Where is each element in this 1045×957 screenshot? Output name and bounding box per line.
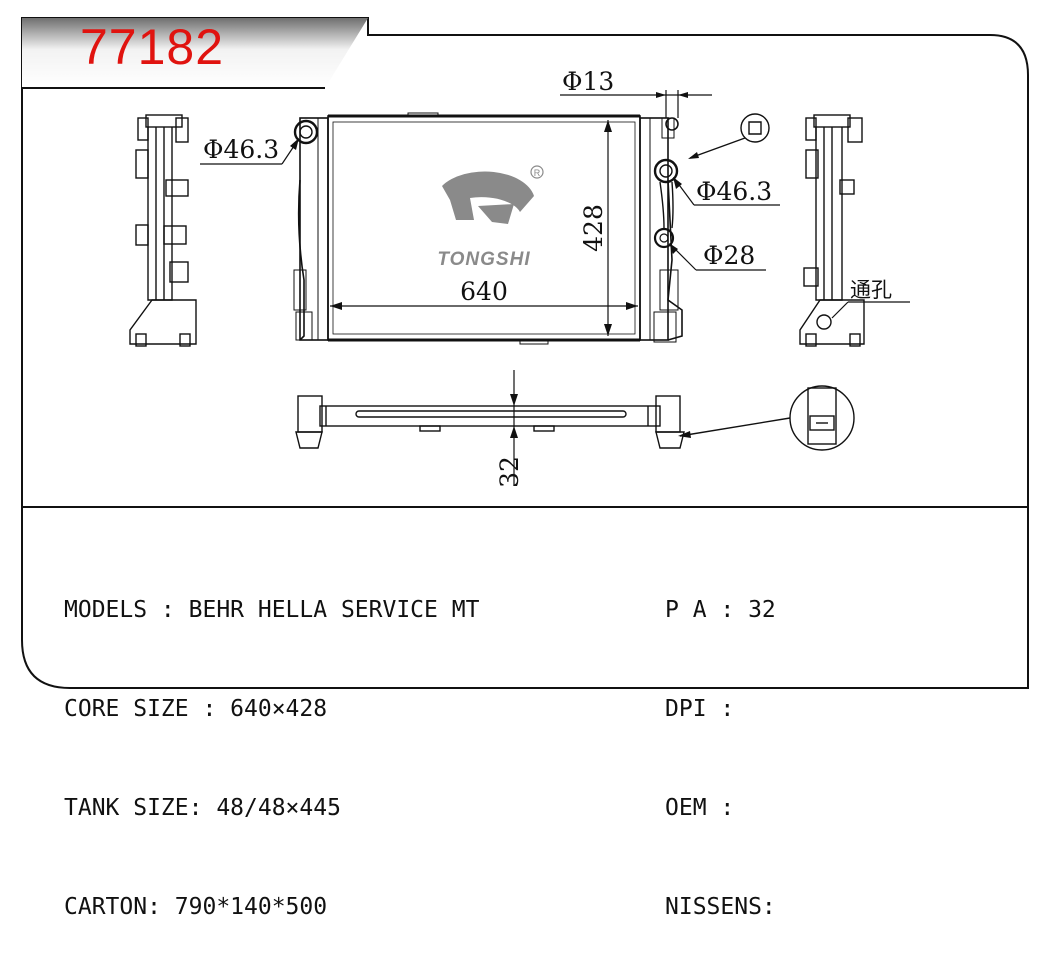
vent-nipple	[665, 117, 679, 131]
height-dimension	[604, 120, 612, 336]
core-width-label: 640	[460, 277, 508, 306]
right-side-view	[799, 114, 865, 347]
spec-tank-size: TANK SIZE: 48/48×445	[64, 795, 341, 821]
front-view	[293, 112, 683, 345]
spec-models: MODELS : BEHR HELLA SERVICE MT	[64, 597, 480, 623]
spec-oem: OEM :	[665, 795, 735, 821]
left-tank	[293, 117, 329, 341]
right-outlet-pipe	[653, 227, 675, 249]
spec-dpi: DPI :	[665, 696, 735, 722]
core-height-label: 428	[579, 204, 608, 252]
left-inlet-pipe	[293, 119, 319, 145]
core-thickness-label: 32	[495, 456, 524, 488]
spec-list-left: MODELS : BEHR HELLA SERVICE MT CORE SIZE…	[64, 528, 479, 957]
vent-hole	[816, 314, 832, 330]
tongshi-logo: TONGSHI R	[437, 165, 544, 270]
phi13-leader	[560, 90, 712, 118]
outlet-small-label: Φ28	[703, 241, 755, 270]
spec-pa: P A : 32	[665, 597, 776, 623]
left-inlet-label: Φ46.3	[203, 135, 279, 164]
right-inlet-label: Φ46.3	[696, 177, 772, 206]
left-side-view	[129, 114, 197, 347]
right-inlet-pipe	[653, 158, 679, 184]
part-number: 77182	[80, 19, 225, 75]
top-view	[295, 395, 685, 449]
technical-drawing-sheet: TONGSHI R 640 428 Φ13 Φ46.3 Φ46.3	[21, 17, 1029, 689]
vent-hole-leader	[831, 301, 910, 319]
sheet-border	[21, 17, 1029, 689]
registered-mark: R	[534, 168, 541, 178]
left-inlet-leader	[200, 138, 299, 165]
spec-carton: CARTON: 790*140*500	[64, 894, 328, 920]
right-inlet-leader	[673, 177, 780, 206]
outlet-top-label: Φ13	[562, 67, 614, 96]
brand-name: TONGSHI	[437, 249, 530, 270]
spec-list-right: P A : 32 DPI : OEM : NISSENS:	[665, 528, 776, 957]
vent-hole-label: 通孔	[850, 278, 892, 302]
spec-nissens: NISSENS:	[665, 894, 776, 920]
cap-detail	[688, 113, 770, 159]
thickness-dimension	[510, 370, 518, 486]
spec-core-size: CORE SIZE : 640×428	[64, 696, 328, 722]
part-number-tab	[22, 18, 368, 88]
outlet-small-leader	[669, 243, 766, 271]
bracket-detail	[678, 385, 855, 451]
width-dimension	[330, 302, 638, 310]
